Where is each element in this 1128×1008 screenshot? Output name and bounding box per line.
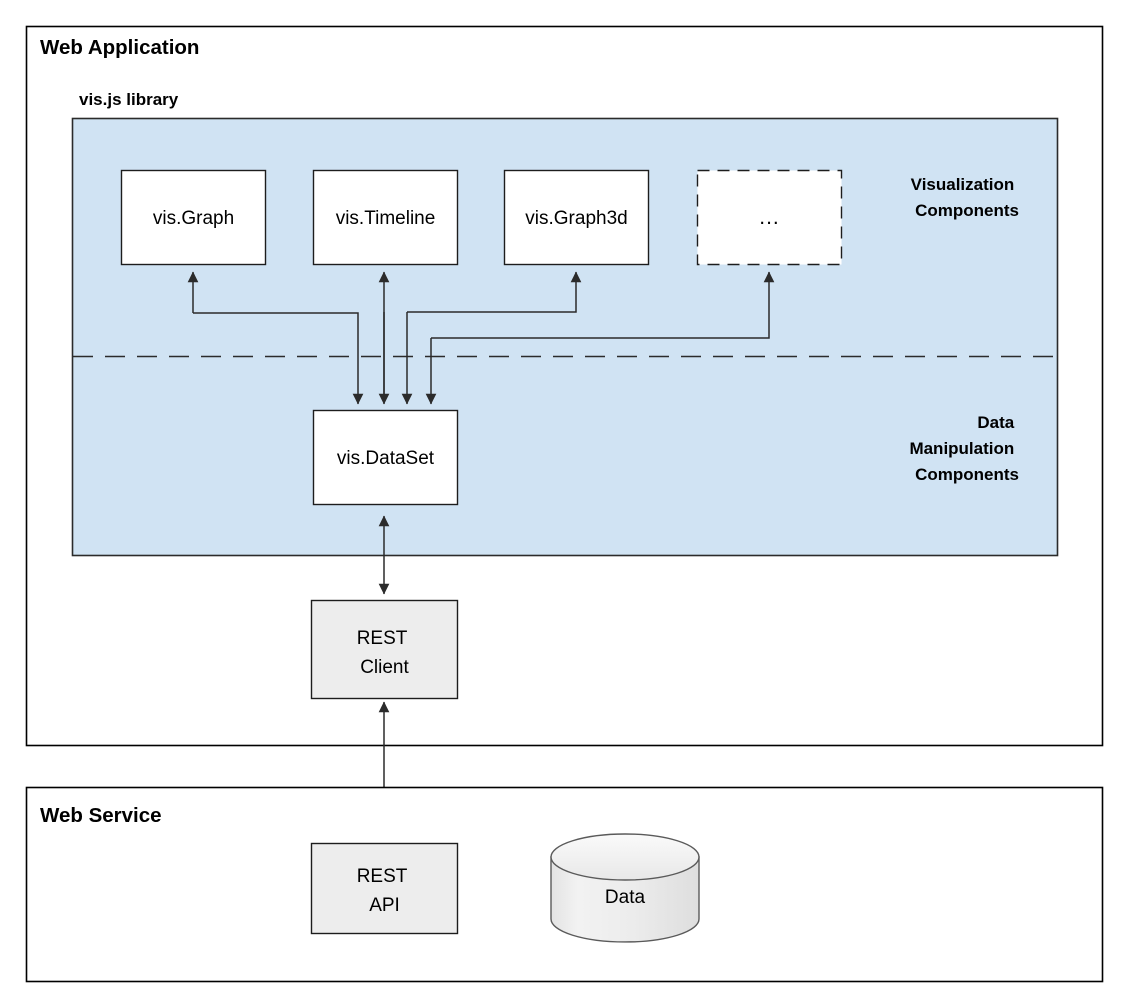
connector-dataset-to-vis-graph3d-up (407, 271, 582, 313)
vis-timeline-label: vis.Timeline (336, 208, 436, 229)
vis-graph-node[interactable]: vis.Graph (120, 169, 267, 266)
vis-dataset-label: vis.DataSet (337, 448, 435, 469)
vis-graph-label: vis.Graph (153, 208, 234, 229)
connector-dataset-to-vis-graph-down (193, 312, 364, 405)
data-store-label: Data (605, 887, 646, 908)
vis-js-library-title: vis.js library (79, 90, 179, 109)
more-components-label: ... (759, 206, 780, 229)
visualization-components-label: Visualization Components (911, 175, 1019, 220)
rest-api-node[interactable]: REST API (310, 842, 459, 935)
more-components-node[interactable]: ... (696, 169, 843, 266)
rest-client-node[interactable]: REST Client (310, 599, 459, 700)
rest-client-label: REST Client (357, 628, 413, 678)
web-application-title: Web Application (40, 36, 199, 59)
rest-api-label: REST API (357, 866, 413, 916)
vis-timeline-node[interactable]: vis.Timeline (312, 169, 459, 266)
web-service-title: Web Service (40, 804, 162, 827)
vis-graph3d-label: vis.Graph3d (525, 208, 627, 229)
data-manipulation-components-label: Data Manipulation Components (909, 413, 1019, 484)
connector-dataset-to-more-up (431, 271, 775, 339)
vis-dataset-node[interactable]: vis.DataSet (312, 409, 459, 506)
vis-graph3d-node[interactable]: vis.Graph3d (503, 169, 650, 266)
data-store-node[interactable]: Data (550, 833, 700, 943)
